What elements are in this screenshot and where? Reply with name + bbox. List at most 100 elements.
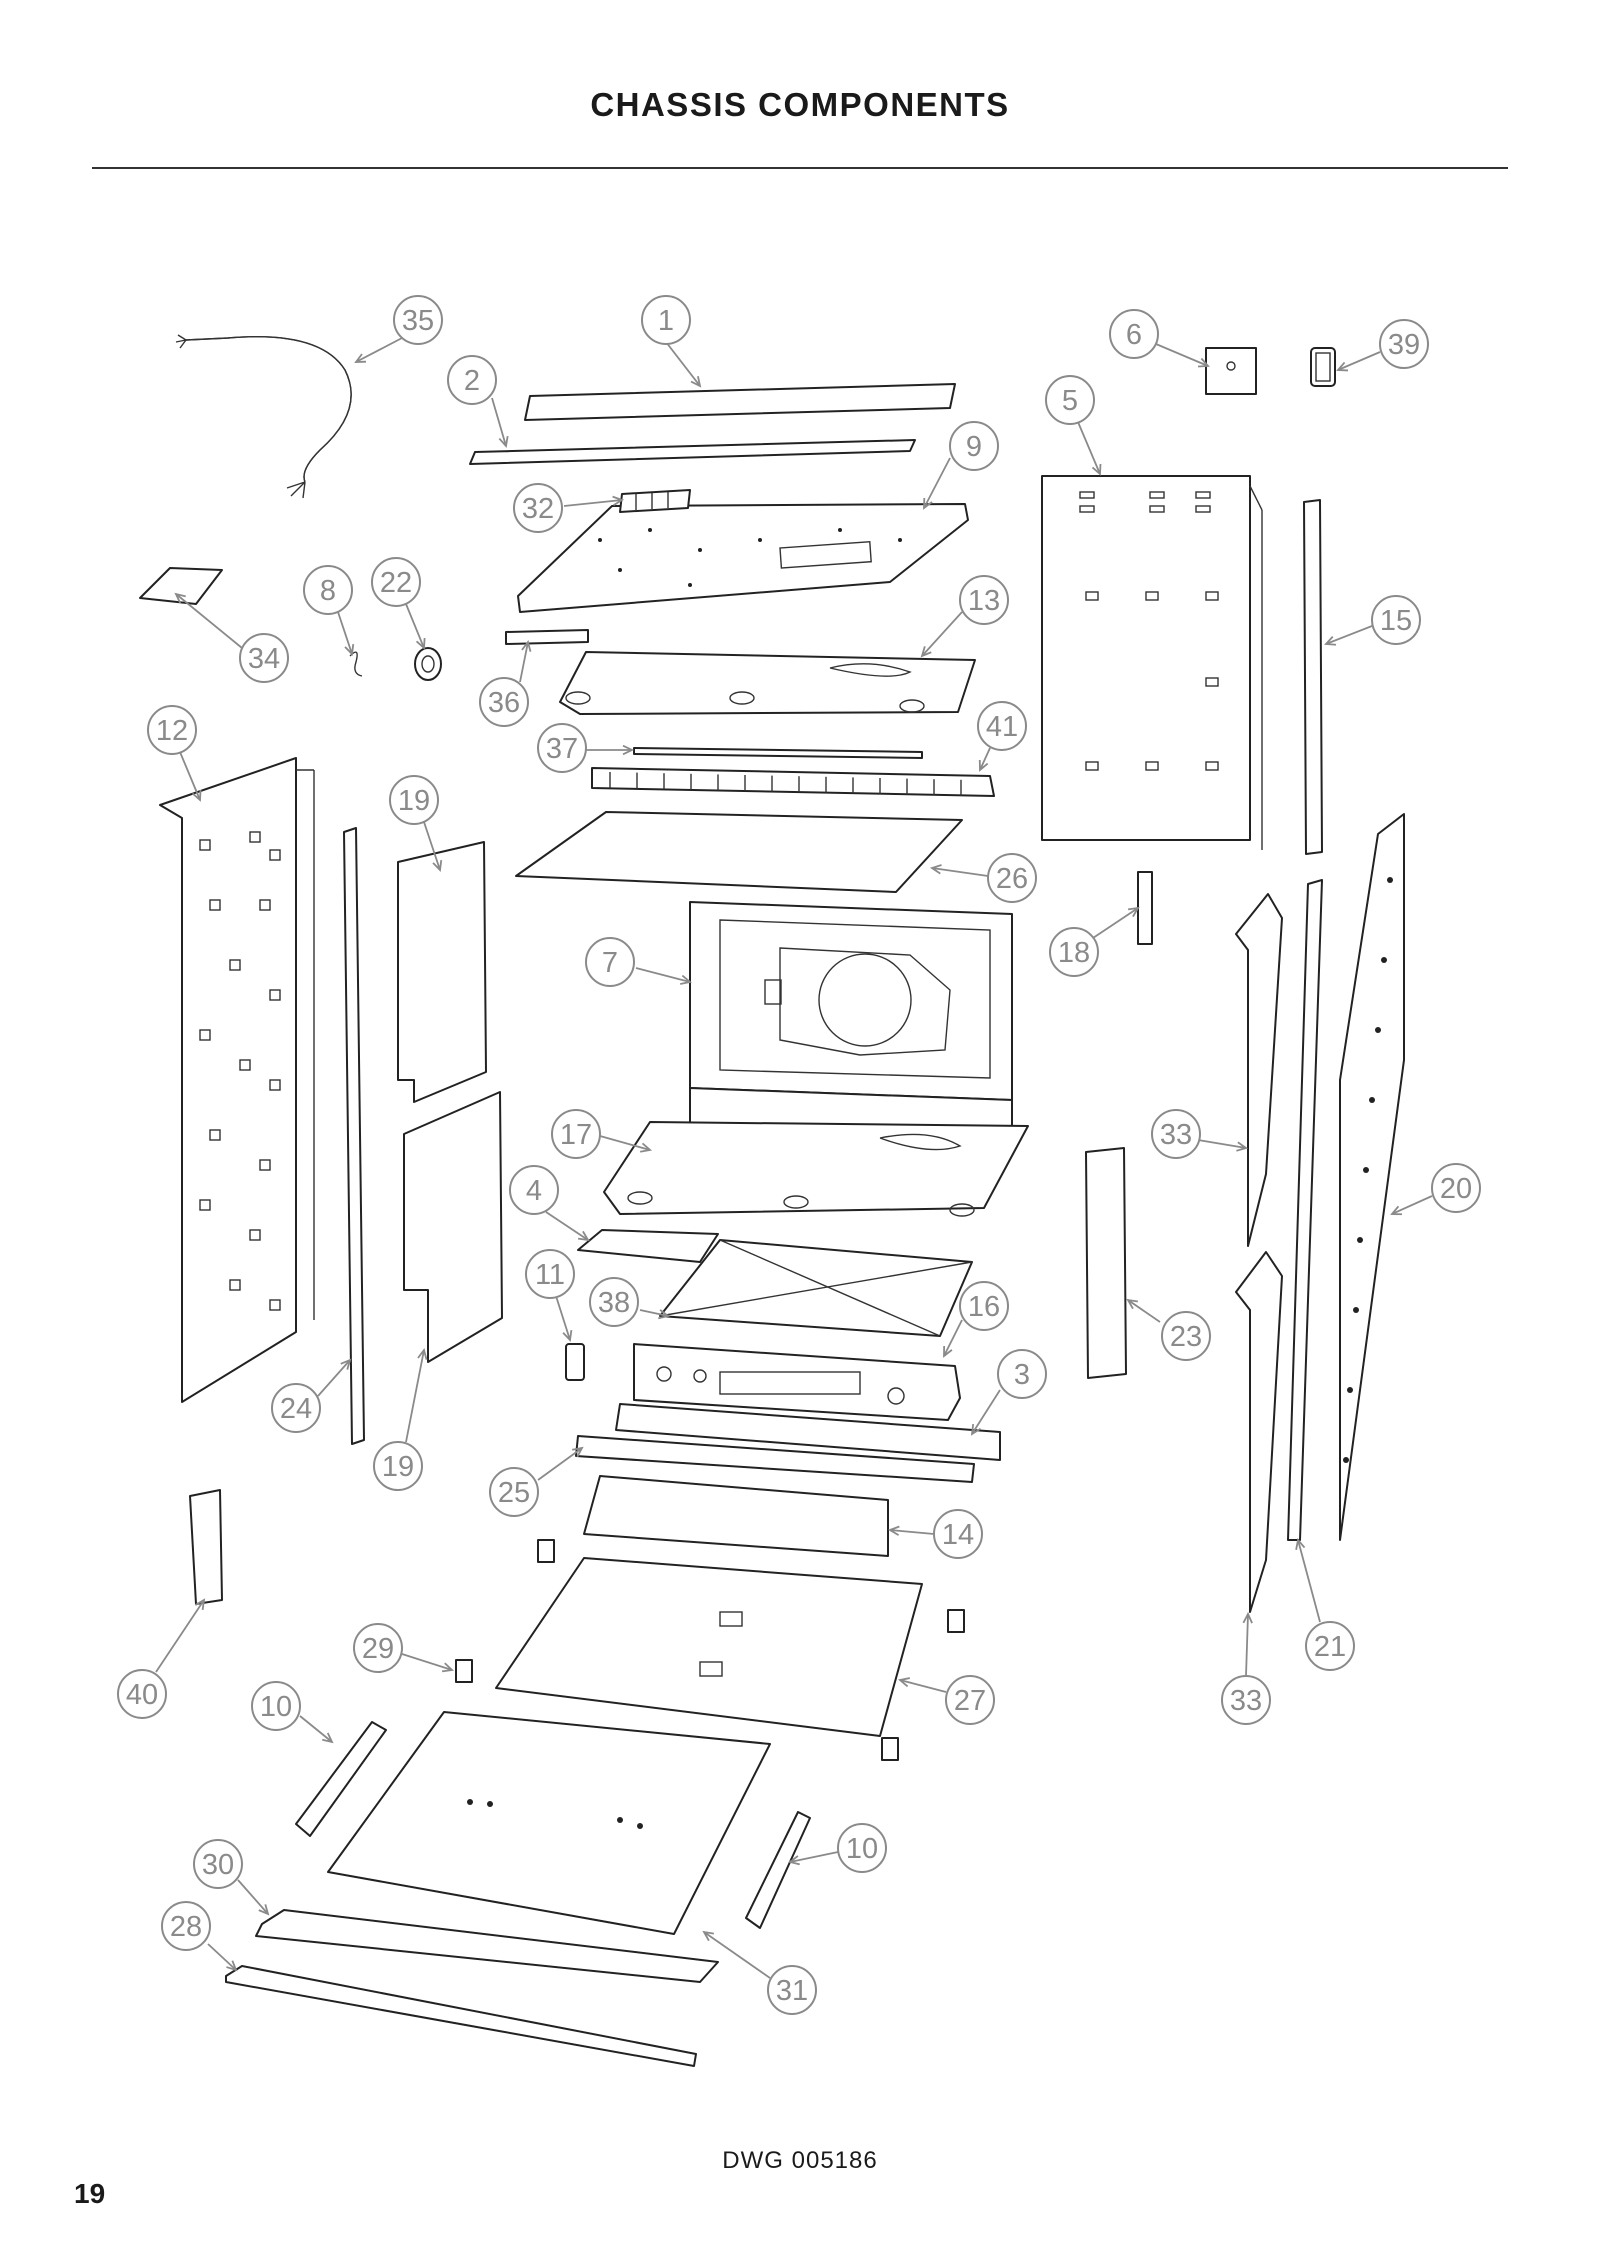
leader-arrowhead [562,1329,573,1342]
callout-bubble [161,1901,211,1951]
callout-number: 33 [1160,1119,1192,1151]
callout-bubble [373,1441,423,1491]
mount-slot [1205,677,1219,687]
callout-bubble [271,1383,321,1433]
panel-cutout [209,899,221,911]
leader-arrowhead [1324,636,1337,646]
callout-34: 34 [239,633,289,683]
part-3-front-trim [615,1403,1001,1461]
leader-arrowhead [226,1960,238,1972]
part-28-kick-plate [225,1965,697,2067]
leader-line [1155,343,1209,367]
part-26-heat-shield [515,811,963,893]
part-8-wire-clip [349,651,363,677]
leader-arrowhead [658,1309,671,1320]
leader-line [931,867,989,877]
callout-number: 21 [1314,1631,1346,1663]
part-29-foot [537,1539,555,1563]
callout-7: 7 [585,937,635,987]
callout-number: 11 [535,1259,565,1291]
callout-bubble [959,575,1009,625]
leader-arrowhead [1236,1141,1249,1152]
part-20-right-side-panel [1339,813,1405,1541]
callout-19: 19 [389,775,439,825]
callout-bubble [147,705,197,755]
leader-line [545,1211,589,1241]
leader-arrowhead [702,1930,715,1942]
vent-slot [1195,505,1211,513]
part-11-small-plate [565,1343,585,1381]
callout-bubble [589,1277,639,1327]
part-30-front-rail [255,1909,719,1983]
leader-line [789,1851,839,1863]
leader-line [423,821,441,871]
callout-bubble [371,557,421,607]
callout-number: 35 [402,305,434,337]
leader-arrowhead [887,1525,900,1536]
leader-line [1077,421,1101,475]
panel-hole [1387,877,1393,883]
leader-line [355,337,403,363]
leader-line [401,1653,453,1671]
part-24-vertical-rail [343,827,365,1445]
callout-15: 15 [1371,595,1421,645]
leader-line [155,1599,205,1673]
panel-cutout [259,1159,271,1171]
callout-bubble [1161,1311,1211,1361]
leader-line [899,1679,947,1693]
part-41-vent-rail [591,767,995,797]
part-5-rear-panel [1041,475,1263,850]
callout-4: 4 [509,1165,559,1215]
leader-arrowhead [521,639,532,652]
callout-bubble [479,677,529,727]
mount-slot [1205,591,1219,601]
callout-24: 24 [271,1383,321,1433]
callout-number: 20 [1440,1173,1472,1205]
panel-cutout [269,989,281,1001]
callout-number: 22 [380,567,412,599]
leader-line [1297,1539,1321,1623]
mount-slot [1085,761,1099,771]
part-36-strip [505,629,589,645]
leader-arrowhead [498,435,509,448]
callout-bubble [837,1823,887,1873]
leader-line [889,1529,935,1535]
panel-cutout [249,1229,261,1241]
leader-line [971,1389,1001,1435]
vent-slot [1079,491,1095,499]
part-18-bracket [1137,871,1153,945]
panel-hole [1347,1387,1353,1393]
callout-bubble [1371,595,1421,645]
page-number: 19 [74,2178,106,2209]
callout-23: 23 [1161,1311,1211,1361]
callout-number: 24 [280,1393,312,1425]
leader-arrowhead [1091,463,1102,476]
callout-number: 18 [1058,937,1090,969]
leader-arrowhead [639,1142,652,1153]
vent-slot [1195,491,1211,499]
leader-arrowhead [432,859,443,872]
leader-line [337,611,353,655]
callout-bubble [977,701,1027,751]
callout-8: 8 [303,565,353,615]
leader-line [519,641,529,683]
leader-arrowhead [622,744,635,756]
leader-arrowhead [441,1662,454,1673]
callout-number: 32 [522,493,554,525]
callout-35: 35 [393,295,443,345]
leader-arrowhead [690,376,702,388]
callout-bubble [959,1281,1009,1331]
panel-hole [1357,1237,1363,1243]
callout-20: 20 [1431,1163,1481,1213]
title-rule [92,167,1508,169]
leader-line [665,341,701,387]
callout-1: 1 [641,295,691,345]
mount-slot [1205,761,1219,771]
callout-bubble [239,633,289,683]
callout-number: 33 [1230,1685,1262,1717]
leader-line [299,1715,333,1743]
callout-11: 11 [525,1249,575,1299]
panel-hole [1353,1307,1359,1313]
callout-41: 41 [977,701,1027,751]
